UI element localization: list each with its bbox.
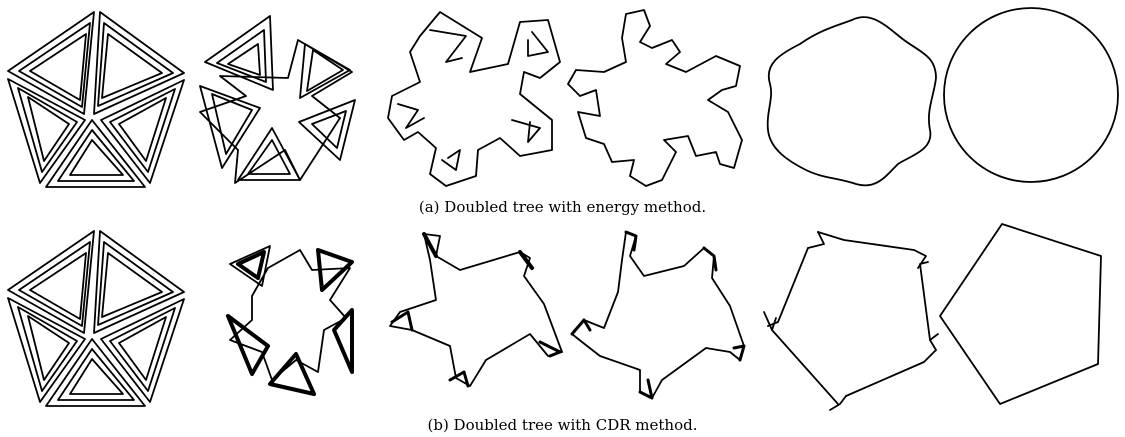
star-tips-outline xyxy=(389,233,563,387)
cdr-frame-1-doubled-tree xyxy=(7,230,185,407)
pentagon-hook-tr xyxy=(913,249,927,269)
caption-cdr: (b) Doubled tree with CDR method. xyxy=(427,416,698,434)
energy-frame-5 xyxy=(766,16,937,187)
curl-left xyxy=(397,103,425,129)
tip-top-right xyxy=(518,250,534,270)
tip-left xyxy=(390,310,414,332)
energy-frame-3 xyxy=(387,11,561,187)
hook-bottom xyxy=(638,378,654,400)
star-triangle-left xyxy=(199,85,261,169)
pentagon-side-right xyxy=(919,261,931,341)
energy-frame-4 xyxy=(567,9,743,187)
row-energy xyxy=(7,7,1119,188)
hook-right-top xyxy=(702,246,718,272)
tree-triangle-bottom xyxy=(45,119,146,188)
pentagon-side-bottomright xyxy=(845,349,937,397)
curl-bottom xyxy=(441,149,461,171)
tree-triangle-right xyxy=(100,79,185,184)
pentagon-hook-l xyxy=(763,311,777,331)
energy-frame-1-doubled-tree xyxy=(7,11,185,188)
tip-top-left xyxy=(422,232,438,258)
pentagon-hook-r xyxy=(929,333,939,351)
energy-frame-2 xyxy=(199,15,356,184)
star-triangle-top-left xyxy=(204,15,274,91)
tree-triangle-left xyxy=(7,297,86,403)
tip-bottom xyxy=(448,370,470,388)
cdr-frame-3 xyxy=(389,232,563,388)
pentagon-hook-tl xyxy=(807,231,825,249)
star-triangle-right xyxy=(298,99,356,161)
cdr-frame-2 xyxy=(226,245,354,396)
tree-triangle-left xyxy=(7,78,86,184)
hook-right xyxy=(732,344,746,362)
star-triangle-left xyxy=(226,314,270,376)
final-pentagon xyxy=(939,223,1102,405)
star-triangle-bottom xyxy=(268,352,316,396)
pentagon-side-bottomleft xyxy=(771,329,839,405)
curled-outline xyxy=(387,11,561,187)
pinwheel-hooks-outline xyxy=(571,231,745,399)
pinwheel-outline xyxy=(567,9,743,187)
row-cdr xyxy=(7,223,1102,411)
tree-triangle-top-left xyxy=(7,11,95,115)
tree-triangle-top-right xyxy=(93,230,185,334)
star-triangle-right xyxy=(332,308,354,374)
tree-triangle-right xyxy=(100,298,185,403)
star-triangle-bottom xyxy=(237,127,301,181)
pentagon-side-left xyxy=(767,247,809,327)
tip-right xyxy=(538,340,562,358)
star-triangle-top-right xyxy=(299,43,351,99)
star-outline xyxy=(199,39,353,184)
cdr-frame-4 xyxy=(570,230,746,400)
cdr-frame-6-pentagon xyxy=(939,223,1102,405)
star-triangle-top-left xyxy=(229,245,271,287)
curl-top-right xyxy=(527,31,549,57)
tree-triangle-bottom xyxy=(45,338,146,407)
hook-left xyxy=(570,318,592,336)
pentagon-side-top xyxy=(817,231,915,251)
blob-outline xyxy=(766,16,937,187)
energy-frame-6-circle xyxy=(943,7,1119,183)
final-circle xyxy=(943,7,1119,183)
tree-triangle-top-right xyxy=(93,11,185,115)
cdr-frame-5 xyxy=(763,231,939,411)
curl-top-left xyxy=(429,29,467,63)
hook-top xyxy=(624,230,638,252)
tree-triangle-top-left xyxy=(7,230,95,334)
curl-right xyxy=(511,119,541,143)
star-triangle-top-right xyxy=(316,248,354,292)
pentagon-hook-b xyxy=(829,395,847,411)
caption-energy: (a) Doubled tree with energy method. xyxy=(418,198,707,216)
